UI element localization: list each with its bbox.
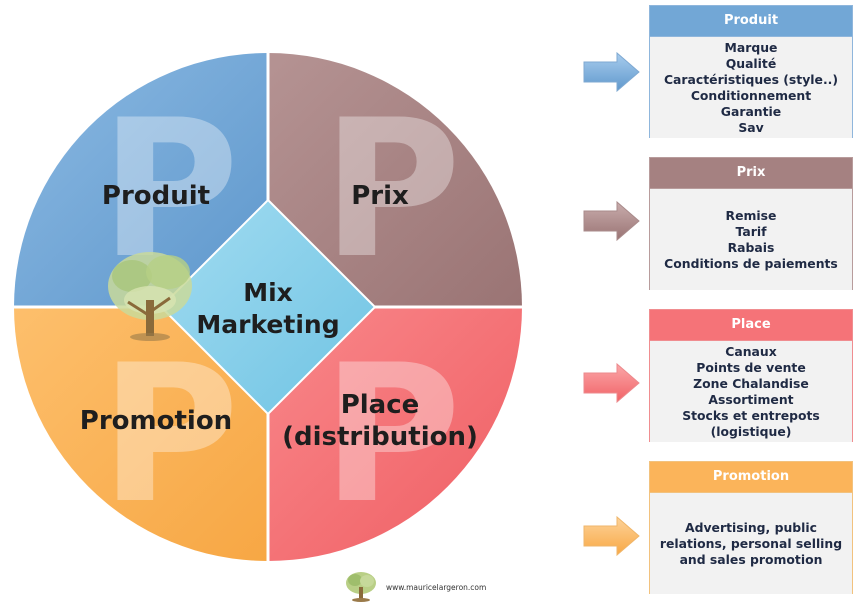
box-prix-body: Remise Tarif Rabais Conditions de paieme…: [650, 188, 852, 290]
big-p-place: P: [322, 324, 461, 545]
list-item: Rabais: [727, 239, 775, 255]
box-place-body: Canaux Points de vente Zone Chalandise A…: [650, 340, 852, 442]
list-item: Sav: [738, 119, 764, 135]
box-produit-body: Marque Qualité Caractéristiques (style..…: [650, 36, 852, 138]
arrow-prix-icon: [583, 201, 640, 241]
label-place-line2: (distribution): [282, 422, 478, 452]
box-place-header: Place: [650, 310, 852, 340]
list-item: Caractéristiques (style..): [663, 71, 839, 87]
box-promotion-header: Promotion: [650, 462, 852, 492]
arrow-produit-icon: [583, 52, 640, 92]
list-item: Qualité: [725, 55, 777, 71]
box-promotion-body: Advertising, public relations, personal …: [650, 492, 852, 594]
quadrant-place: [268, 307, 522, 561]
box-place: Place Canaux Points de vente Zone Chalan…: [649, 309, 853, 442]
list-item: Conditions de paiements: [664, 255, 838, 271]
tree-logo-icon: [108, 252, 192, 341]
center-diamond: [159, 198, 377, 416]
label-produit: Produit: [102, 181, 210, 211]
list-item: Marque: [724, 39, 778, 55]
list-item: Canaux: [725, 343, 777, 359]
box-prix-header: Prix: [650, 158, 852, 188]
tree-logo-small-icon: [346, 572, 376, 602]
label-promotion: Promotion: [80, 406, 232, 436]
list-item: Assortiment: [708, 391, 794, 407]
list-item: Conditionnement: [690, 87, 812, 103]
marketing-mix-wheel: P P P P Produit Prix Promotion Place (di…: [14, 53, 522, 561]
list-item: Remise: [725, 207, 777, 223]
label-place-line1: Place: [341, 390, 420, 420]
quadrant-prix: [268, 53, 522, 307]
label-prix: Prix: [351, 181, 409, 211]
list-item: (logistique): [710, 423, 792, 439]
center-label-line2: Marketing: [196, 310, 339, 339]
box-prix: Prix Remise Tarif Rabais Conditions de p…: [649, 157, 853, 290]
arrow-place-icon: [583, 363, 640, 403]
box-promotion: Promotion Advertising, public relations,…: [649, 461, 853, 594]
box-produit-header: Produit: [650, 6, 852, 36]
quadrant-promotion: [14, 307, 268, 561]
arrow-promotion-icon: [583, 516, 640, 556]
list-item: Tarif: [735, 223, 767, 239]
big-p-prix: P: [322, 79, 461, 300]
list-item: Stocks et entrepots: [682, 407, 820, 423]
list-item: relations, personal selling: [659, 535, 843, 551]
footer-website-link[interactable]: www.mauricelargeron.com: [386, 582, 487, 592]
list-item: and sales promotion: [679, 551, 823, 567]
list-item: Advertising, public: [685, 519, 817, 535]
list-item: Garantie: [720, 103, 782, 119]
list-item: Points de vente: [696, 359, 806, 375]
list-item: Zone Chalandise: [693, 375, 809, 391]
box-produit: Produit Marque Qualité Caractéristiques …: [649, 5, 853, 138]
quadrant-produit: [14, 53, 268, 307]
footer: www.mauricelargeron.com: [344, 570, 486, 604]
center-label-line1: Mix: [243, 278, 293, 307]
